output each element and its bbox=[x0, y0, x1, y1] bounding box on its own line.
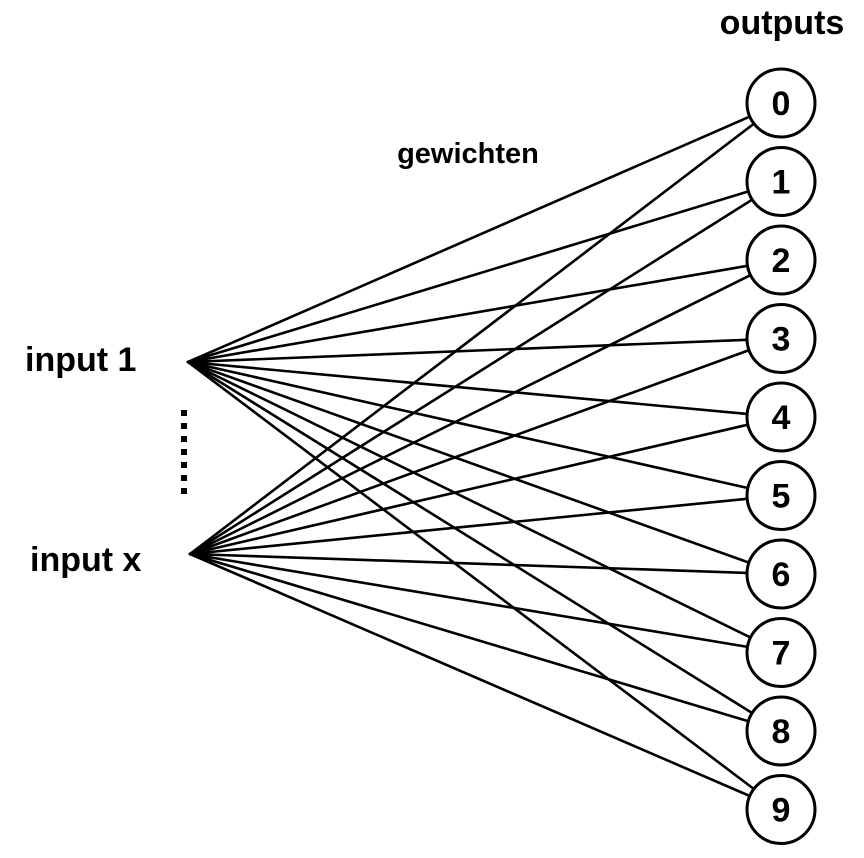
output-node-label: 1 bbox=[772, 164, 791, 202]
weight-edge-input-1-to-output-3 bbox=[186, 338, 749, 364]
output-node-4: 4 bbox=[745, 381, 817, 453]
weight-edge-input-1-to-output-9 bbox=[186, 360, 756, 791]
weight-edge-input-1-to-output-5 bbox=[186, 360, 750, 490]
output-node-label: 7 bbox=[772, 635, 791, 673]
input-1-label: input 1 bbox=[25, 341, 136, 379]
weight-edge-input-1-to-output-2 bbox=[186, 264, 749, 364]
output-nodes: 0 1 2 3 4 5 6 7 8 9 bbox=[745, 67, 817, 845]
output-node-label: 9 bbox=[772, 792, 791, 830]
weight-edge-input-x-to-output-7 bbox=[188, 552, 749, 649]
weight-edge-input-1-to-output-1 bbox=[186, 190, 750, 364]
weight-connections bbox=[186, 115, 756, 798]
weight-edge-input-x-to-output-3 bbox=[188, 348, 751, 556]
weight-edge-input-x-to-output-0 bbox=[188, 122, 756, 556]
output-node-8: 8 bbox=[745, 695, 817, 767]
output-node-label: 0 bbox=[772, 85, 791, 123]
weight-edge-input-x-to-output-5 bbox=[188, 497, 749, 556]
output-node-5: 5 bbox=[745, 460, 817, 531]
weight-edge-input-x-to-output-2 bbox=[188, 273, 752, 556]
output-node-9: 9 bbox=[745, 774, 817, 845]
output-node-circle bbox=[745, 695, 817, 767]
output-node-label: 8 bbox=[772, 713, 791, 751]
output-node-circle bbox=[745, 538, 817, 610]
input-x-label: input x bbox=[30, 541, 142, 579]
output-node-circle bbox=[745, 67, 817, 139]
output-node-circle bbox=[745, 224, 817, 296]
output-node-circle bbox=[745, 460, 817, 531]
output-node-2: 2 bbox=[745, 224, 817, 296]
weight-edge-input-x-to-output-6 bbox=[188, 552, 749, 575]
output-node-3: 3 bbox=[745, 303, 817, 374]
weight-edge-input-1-to-output-0 bbox=[186, 115, 752, 364]
output-node-circle bbox=[745, 303, 817, 374]
weights-label: gewichten bbox=[397, 138, 539, 170]
weight-edge-input-x-to-output-8 bbox=[188, 552, 750, 723]
weight-edge-input-x-to-output-9 bbox=[188, 552, 752, 798]
output-node-label: 4 bbox=[772, 399, 791, 437]
weight-edge-input-1-to-output-4 bbox=[186, 360, 749, 416]
output-node-label: 3 bbox=[772, 321, 791, 359]
vertical-ellipsis bbox=[181, 410, 187, 494]
output-node-circle bbox=[745, 617, 817, 688]
output-node-label: 6 bbox=[772, 556, 791, 594]
outputs-label: outputs bbox=[720, 4, 845, 42]
weight-edge-input-x-to-output-4 bbox=[188, 423, 750, 556]
weight-edge-input-1-to-output-8 bbox=[186, 360, 754, 715]
output-node-circle bbox=[745, 774, 817, 845]
output-node-7: 7 bbox=[745, 617, 817, 688]
weight-edge-input-1-to-output-7 bbox=[186, 360, 752, 639]
output-node-label: 5 bbox=[772, 478, 791, 516]
output-node-circle bbox=[745, 381, 817, 453]
output-node-circle bbox=[745, 146, 817, 217]
output-node-0: 0 bbox=[745, 67, 817, 139]
weight-edge-input-1-to-output-6 bbox=[186, 360, 751, 564]
output-node-label: 2 bbox=[772, 242, 791, 280]
weight-edge-input-x-to-output-1 bbox=[188, 198, 754, 556]
output-node-1: 1 bbox=[745, 146, 817, 217]
output-node-6: 6 bbox=[745, 538, 817, 610]
